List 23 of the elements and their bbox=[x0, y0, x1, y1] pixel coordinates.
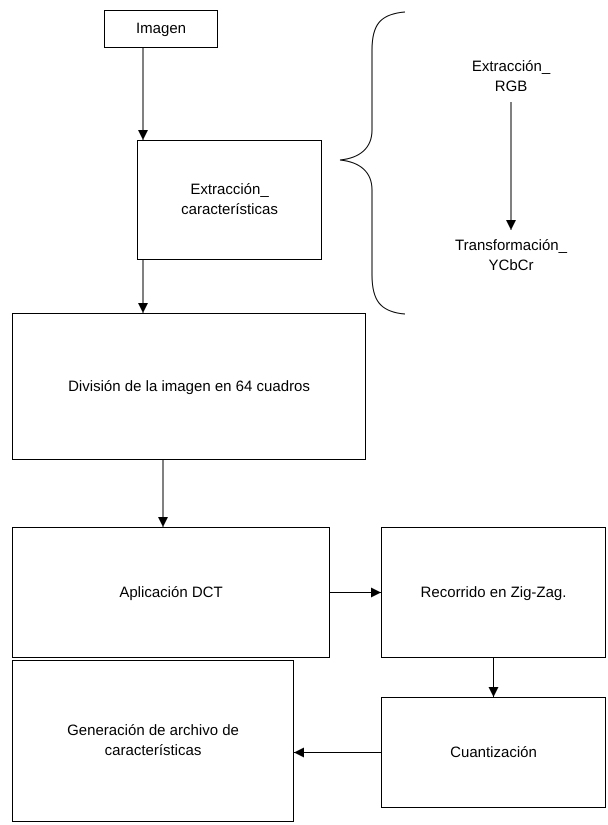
node-label: Aplicación DCT bbox=[119, 582, 223, 602]
process-box bbox=[381, 527, 606, 658]
arrow bbox=[506, 102, 516, 230]
arrow bbox=[330, 588, 382, 598]
process-box bbox=[104, 10, 218, 48]
node-label: Generación de archivo de características bbox=[66, 721, 240, 761]
arrow bbox=[488, 658, 498, 698]
node-label: División de la imagen en 64 cuadros bbox=[68, 376, 310, 396]
node-label: Recorrido en Zig-Zag. bbox=[420, 582, 566, 602]
node-label: Imagen bbox=[136, 19, 186, 39]
process-box bbox=[137, 140, 322, 260]
arrow bbox=[138, 260, 148, 314]
process-box bbox=[12, 527, 330, 658]
node-label: Cuantización bbox=[450, 742, 537, 762]
arrow bbox=[138, 48, 148, 140]
arrow bbox=[158, 460, 168, 528]
node-label: Transformación_ YCbCr bbox=[454, 236, 568, 276]
node-label: Extracción_ características bbox=[180, 180, 279, 220]
process-box bbox=[12, 313, 366, 460]
arrow bbox=[294, 748, 382, 758]
node-label: Extracción_ RGB bbox=[470, 57, 552, 97]
process-box bbox=[381, 697, 606, 808]
process-box bbox=[12, 660, 294, 822]
